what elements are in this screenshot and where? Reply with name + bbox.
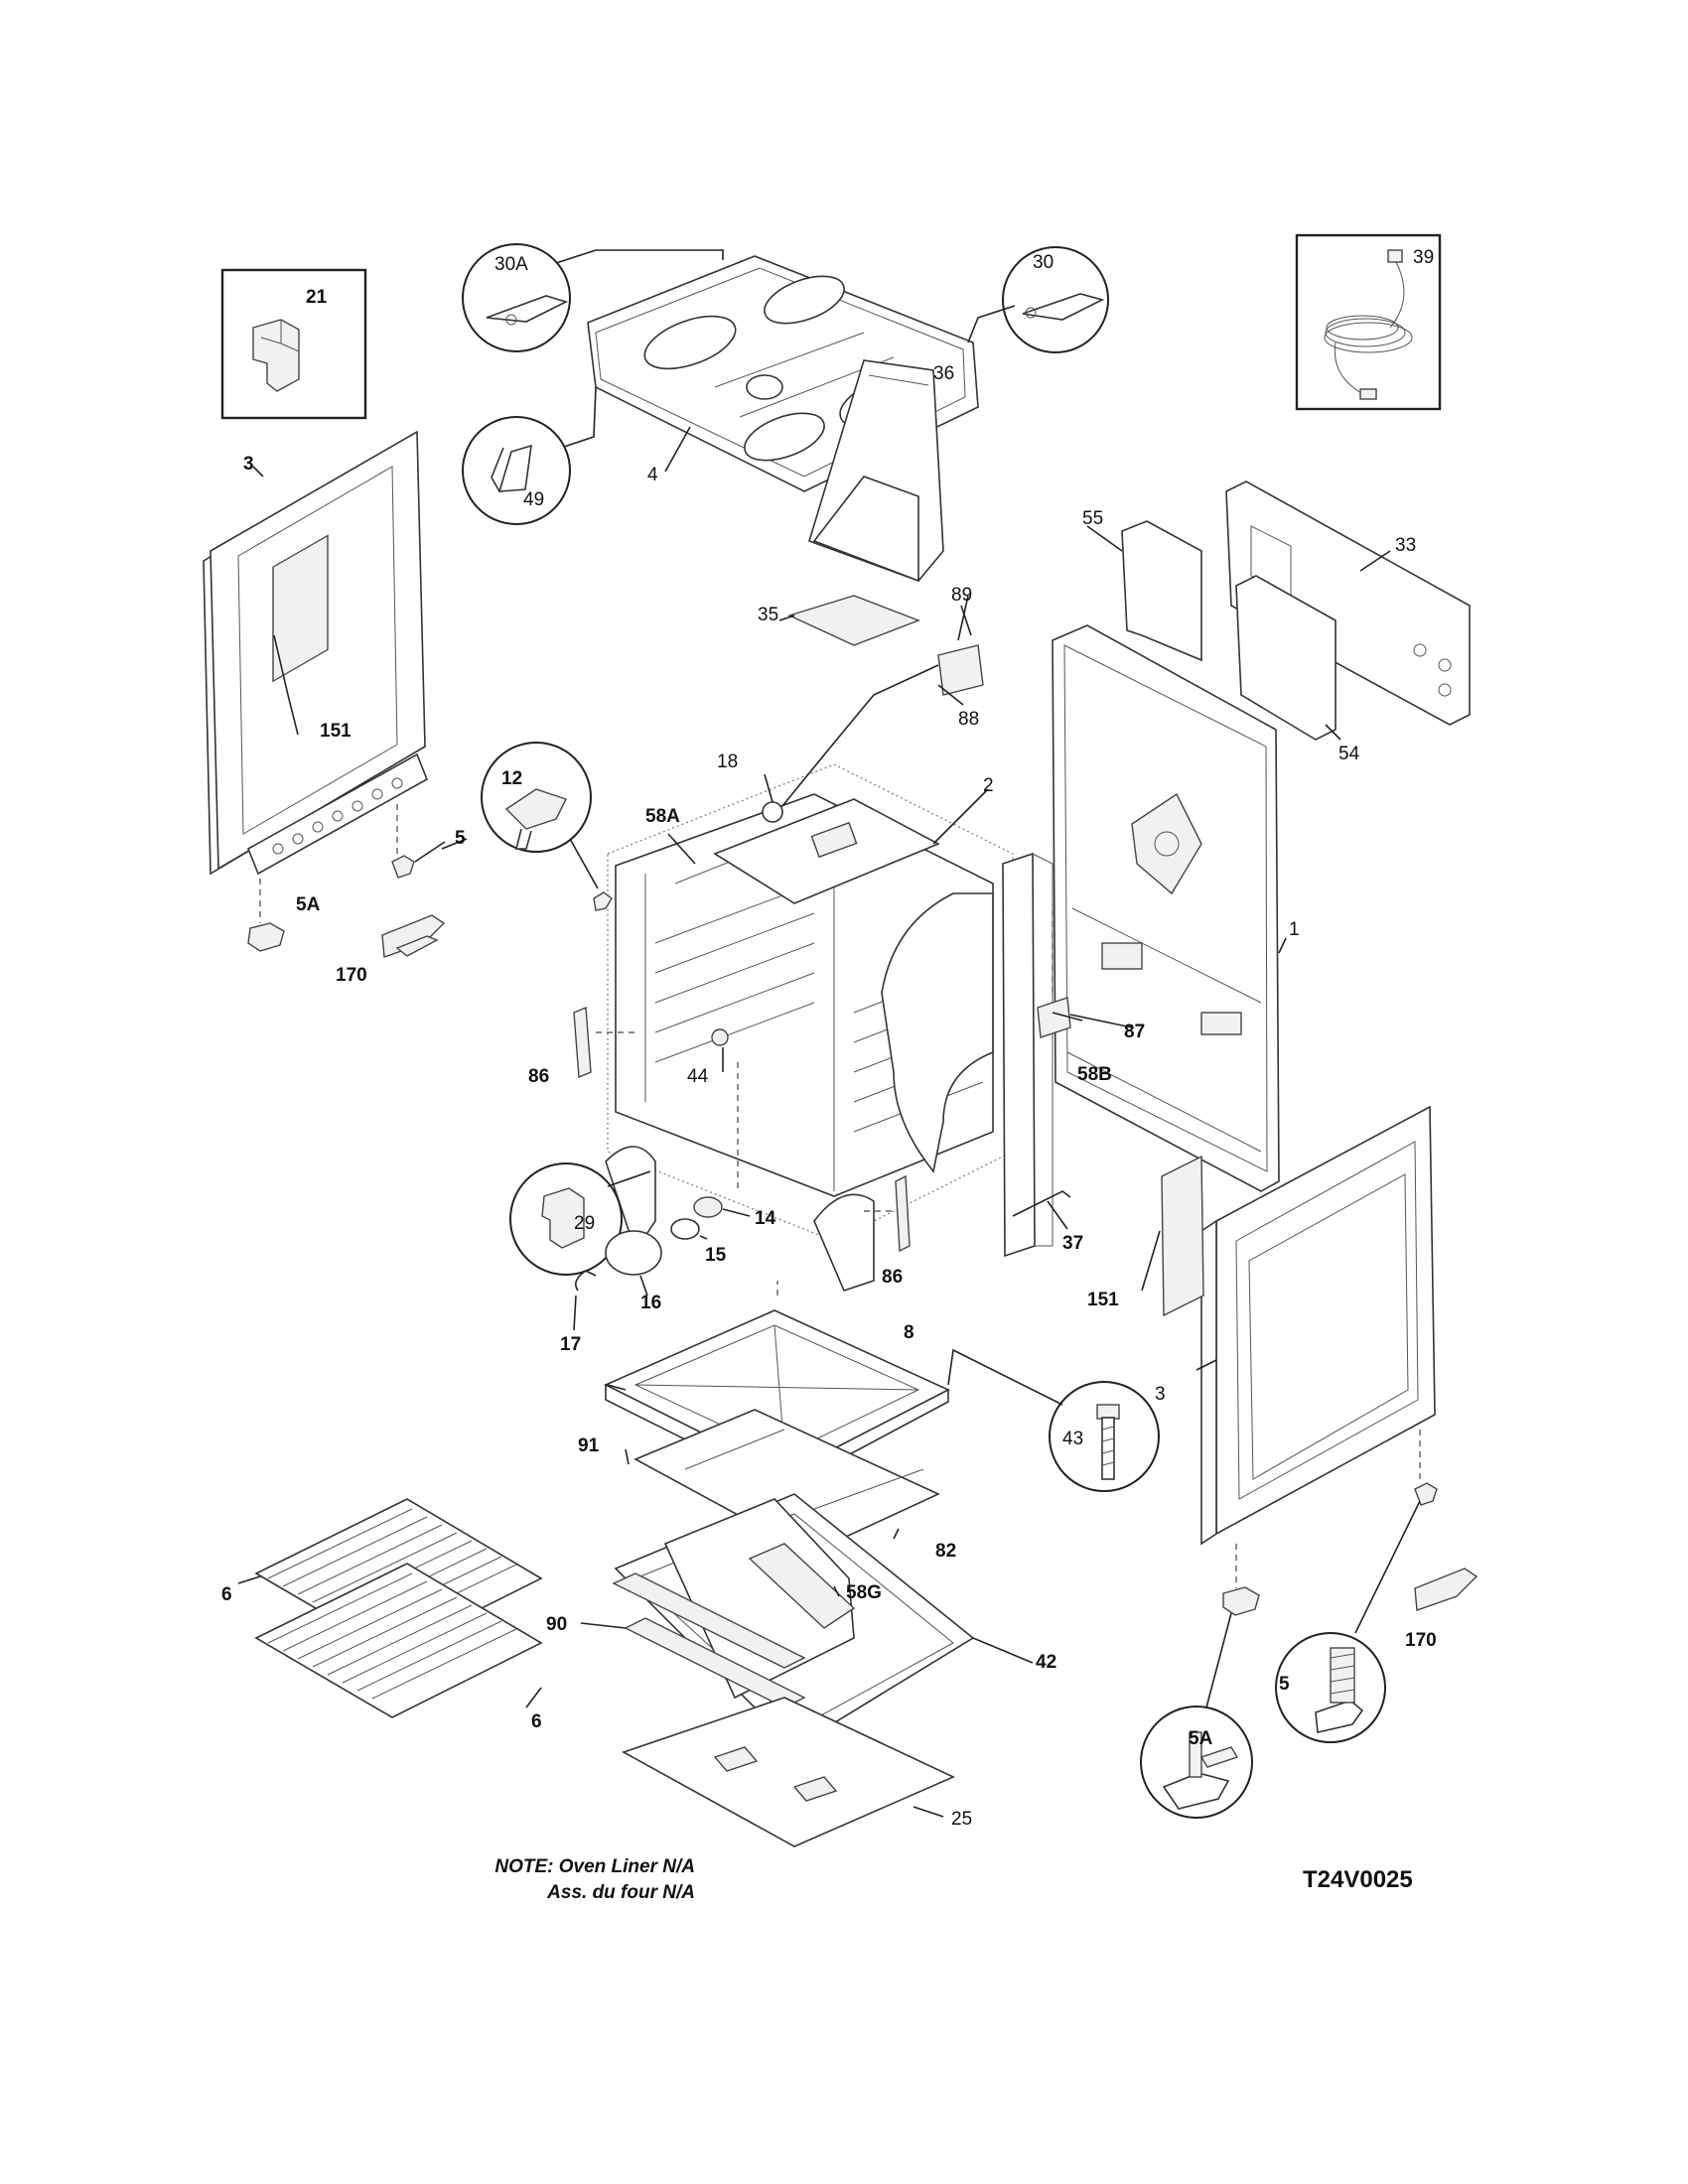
leader-lines xyxy=(237,426,1391,1818)
panel-55 xyxy=(1121,520,1202,662)
label-25: 25 xyxy=(951,1809,972,1830)
label-89: 89 xyxy=(951,585,972,606)
shield-82 xyxy=(633,1409,940,1555)
label-49: 49 xyxy=(523,489,544,510)
slide-86-left xyxy=(573,1006,635,1079)
bracket-35 xyxy=(787,595,920,646)
bracket-151-right xyxy=(1141,1155,1204,1317)
label-2: 2 xyxy=(983,775,994,796)
label-90: 90 xyxy=(546,1614,567,1635)
bracket-89 xyxy=(937,595,984,696)
label-15: 15 xyxy=(705,1245,727,1266)
label-6-lower: 6 xyxy=(531,1711,542,1732)
callout-29 xyxy=(509,1162,651,1276)
label-58B: 58B xyxy=(1077,1064,1112,1085)
note-oven-liner: NOTE: Oven Liner N/A Ass. du four N/A xyxy=(417,1854,695,1906)
callout-30A xyxy=(462,243,724,352)
label-91: 91 xyxy=(578,1435,600,1456)
label-42: 42 xyxy=(1036,1652,1056,1673)
back-panel-1 xyxy=(1052,624,1280,1192)
label-30: 30 xyxy=(1033,252,1054,273)
label-35: 35 xyxy=(758,605,778,625)
label-12: 12 xyxy=(501,768,522,789)
label-86-left: 86 xyxy=(528,1066,549,1087)
wire-clip-17 xyxy=(573,1270,597,1331)
panel-90 xyxy=(624,1617,806,1708)
label-43: 43 xyxy=(1062,1429,1083,1449)
slide-86-right xyxy=(864,1174,911,1253)
label-55: 55 xyxy=(1082,508,1103,529)
callout-5-right xyxy=(1275,1632,1386,1743)
lamp-socket-14 xyxy=(693,1062,751,1218)
door-left-3 xyxy=(203,430,429,876)
panel-33 xyxy=(1225,480,1471,726)
lamp-bulb-15 xyxy=(670,1218,700,1240)
label-5A-right: 5A xyxy=(1189,1728,1213,1749)
label-3-right: 3 xyxy=(1155,1384,1166,1405)
label-58G: 58G xyxy=(846,1582,882,1603)
inset-box-21 xyxy=(220,268,367,420)
label-37: 37 xyxy=(1062,1233,1083,1254)
label-18: 18 xyxy=(717,751,738,772)
part-labels: 21 30A 30 39 3 49 4 36 55 33 35 89 151 8… xyxy=(221,247,1437,1830)
label-8: 8 xyxy=(904,1322,914,1343)
label-170-left: 170 xyxy=(336,965,367,986)
label-87: 87 xyxy=(1124,1022,1145,1042)
callout-30 xyxy=(967,246,1109,353)
foot-5-left xyxy=(441,838,468,850)
lamp-cover-16 xyxy=(605,1230,662,1297)
insulation-58B xyxy=(1002,852,1054,1258)
lamp-44 xyxy=(711,1028,729,1046)
label-3-left: 3 xyxy=(243,454,254,475)
note-line-2: Ass. du four N/A xyxy=(547,1882,695,1903)
callout-5A-right xyxy=(1140,1706,1253,1819)
label-54: 54 xyxy=(1338,744,1360,764)
label-6-upper: 6 xyxy=(221,1584,232,1605)
label-86-right: 86 xyxy=(882,1267,903,1288)
label-30A: 30A xyxy=(494,254,528,275)
panel-25 xyxy=(622,1697,955,1847)
label-5-right: 5 xyxy=(1279,1674,1290,1695)
label-58A: 58A xyxy=(645,806,680,827)
top-plate-2 xyxy=(713,664,940,904)
clip-37 xyxy=(1012,1190,1071,1230)
label-29: 29 xyxy=(574,1213,595,1234)
label-44: 44 xyxy=(687,1066,709,1087)
label-4: 4 xyxy=(647,465,658,485)
label-14: 14 xyxy=(755,1208,776,1229)
drawer-assembly-42 xyxy=(614,1493,975,1749)
door-right-3 xyxy=(1200,1105,1436,1546)
label-5-left: 5 xyxy=(455,828,466,849)
panel-54 xyxy=(1235,575,1336,741)
callout-49 xyxy=(462,386,597,525)
label-170-right: 170 xyxy=(1405,1630,1437,1651)
callout-43 xyxy=(947,1348,1160,1492)
label-21: 21 xyxy=(306,287,328,308)
oven-cavity xyxy=(605,763,1014,1292)
diagram-code: T24V0025 xyxy=(1303,1866,1413,1893)
callout-12 xyxy=(481,742,613,911)
bracket-87 xyxy=(1037,903,1071,1038)
oven-rack-6-lower xyxy=(254,1563,543,1718)
label-88: 88 xyxy=(958,709,979,730)
label-1: 1 xyxy=(1289,919,1300,940)
note-line-1: NOTE: Oven Liner N/A xyxy=(494,1856,695,1877)
hinge-left-parts xyxy=(247,804,446,958)
burner-pan-36 xyxy=(808,359,944,583)
hinge-right-parts xyxy=(1205,1430,1478,1708)
label-16: 16 xyxy=(640,1293,661,1313)
label-82: 82 xyxy=(935,1541,956,1562)
label-33: 33 xyxy=(1395,535,1416,556)
label-36: 36 xyxy=(933,363,954,384)
label-5A-left: 5A xyxy=(296,894,321,915)
label-17: 17 xyxy=(560,1334,581,1355)
inset-box-39 xyxy=(1295,233,1442,411)
label-151-left: 151 xyxy=(320,721,352,742)
panel-91 xyxy=(612,1572,806,1669)
label-39: 39 xyxy=(1413,247,1434,268)
label-151-right: 151 xyxy=(1087,1290,1119,1310)
